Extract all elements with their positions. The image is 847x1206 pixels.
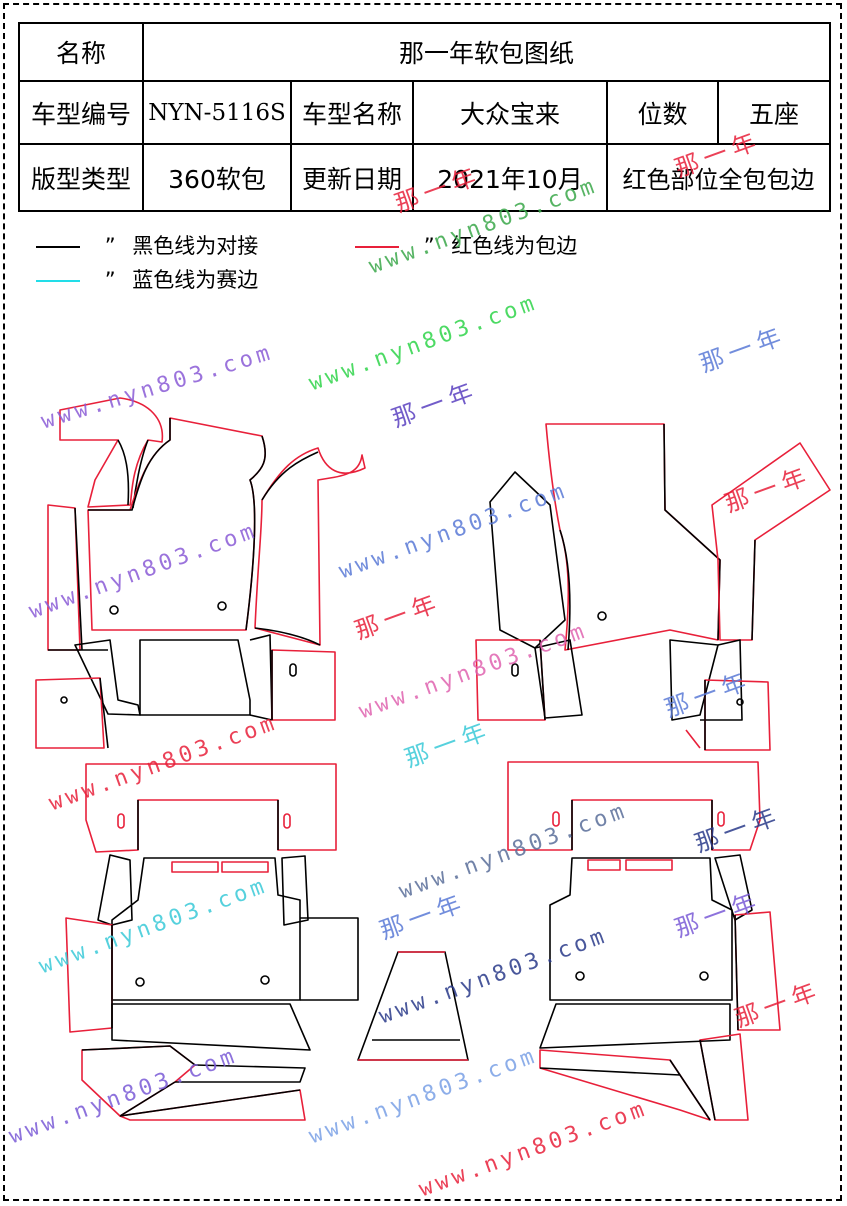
table-row: 版型类型 360软包 更新日期 2021年10月 红色部位全包包边 — [18, 143, 832, 212]
pattern-piece — [559, 423, 721, 651]
pattern-hole — [597, 611, 607, 621]
pattern-hole — [60, 696, 68, 704]
spec-table: 名称 那一年软包图纸 车型编号 NYN-5116S 车型名称 大众宝来 位数 五… — [18, 22, 832, 212]
dashed-page-border — [3, 3, 842, 1201]
pattern-piece — [539, 1059, 711, 1121]
pattern-piece — [74, 639, 141, 716]
pattern-piece — [119, 1064, 306, 1117]
pattern-hole — [283, 813, 291, 829]
pattern-hole — [109, 605, 119, 615]
pattern-piece — [139, 639, 251, 716]
pattern-hole — [699, 971, 709, 981]
pattern-hole — [575, 971, 585, 981]
pattern-piece — [88, 418, 171, 511]
pattern-piece — [534, 639, 583, 719]
pattern-piece — [669, 639, 719, 721]
pattern-hole — [117, 813, 125, 829]
pattern-piece — [700, 639, 743, 721]
legend-red-text: 红色线为包边 — [451, 234, 578, 258]
pattern-piece — [111, 1003, 311, 1051]
pattern-piece — [699, 1039, 716, 1121]
pattern-piece — [358, 951, 468, 1061]
pattern-piece — [714, 854, 753, 921]
model-code-value: NYN-5116S — [142, 80, 292, 145]
pattern-piece — [539, 639, 546, 721]
table-row: 车型编号 NYN-5116S 车型名称 大众宝来 位数 五座 — [18, 80, 832, 145]
pattern-piece — [271, 649, 336, 721]
pattern-piece — [137, 800, 279, 850]
update-date-label: 更新日期 — [290, 143, 414, 212]
pattern-piece — [35, 677, 105, 749]
red-line-swatch — [355, 246, 399, 248]
model-name-label: 车型名称 — [290, 80, 414, 145]
pattern-piece — [751, 539, 756, 641]
pattern-piece — [249, 634, 273, 721]
seats-value: 五座 — [716, 80, 832, 145]
pattern-hole — [511, 663, 519, 677]
pattern-piece — [281, 855, 309, 926]
pattern-piece — [254, 451, 321, 646]
table-row: 名称 那一年软包图纸 — [18, 22, 832, 82]
seats-label: 位数 — [606, 80, 719, 145]
pattern-hole — [736, 698, 744, 706]
pattern-type-label: 版型类型 — [18, 143, 144, 212]
model-code-label: 车型编号 — [18, 80, 144, 145]
blue-line-swatch — [36, 280, 80, 282]
pattern-piece — [300, 917, 359, 1001]
pattern-piece — [99, 677, 109, 749]
pattern-piece — [117, 439, 130, 506]
legend-black-text: 黑色线为对接 — [132, 234, 259, 258]
pattern-piece — [571, 800, 713, 850]
red-area-note: 红色部位全包包边 — [605, 143, 832, 212]
model-name-value: 大众宝来 — [412, 80, 608, 145]
pattern-piece — [587, 859, 673, 871]
pattern-piece — [85, 763, 337, 853]
legend-black: ” 黑色线为对接 — [36, 230, 258, 260]
pattern-piece — [97, 854, 133, 926]
pattern-piece — [685, 729, 701, 749]
pattern-piece — [245, 435, 266, 631]
pattern-hole — [135, 977, 145, 987]
pattern-piece — [171, 861, 269, 873]
pattern-hole — [260, 975, 270, 985]
pattern-type-value: 360软包 — [142, 143, 292, 212]
update-date-value: 2021年10月 — [412, 143, 608, 212]
pattern-piece — [539, 1003, 731, 1049]
pattern-piece — [254, 447, 366, 646]
pattern-piece — [81, 1045, 196, 1117]
legend-red: ” 红色线为包边 — [355, 230, 577, 260]
pattern-piece — [549, 857, 733, 1001]
legend-blue: ” 蓝色线为赛边 — [36, 264, 258, 294]
pattern-piece — [734, 914, 739, 1031]
pattern-hole — [717, 811, 725, 827]
legend-blue-text: 蓝色线为赛边 — [132, 268, 259, 292]
pattern-piece — [489, 471, 566, 649]
pattern-hole — [217, 601, 227, 611]
black-line-swatch — [36, 246, 80, 248]
drawing-title: 那一年软包图纸 — [141, 22, 832, 82]
name-label: 名称 — [18, 22, 144, 82]
pattern-hole — [552, 811, 560, 827]
pattern-hole — [289, 663, 297, 677]
